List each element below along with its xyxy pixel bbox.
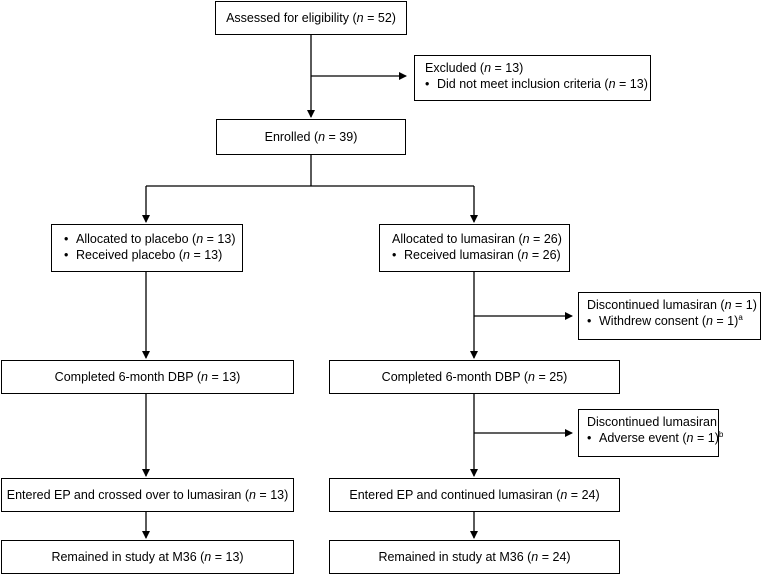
assessed-box: Assessed for eligibility (n = 52) bbox=[215, 1, 407, 35]
allocated-placebo-item: •Allocated to placebo (n = 13) bbox=[64, 232, 236, 246]
discontinued-1-box: Discontinued lumasiran (n = 1) •Withdrew… bbox=[578, 292, 761, 340]
lumasiran-allocation-box: Allocated to lumasiran (n = 26) •Receive… bbox=[379, 224, 570, 272]
m36-lumasiran-label: Remained in study at M36 (n = 24) bbox=[378, 550, 571, 564]
completed-placebo-box: Completed 6-month DBP (n = 13) bbox=[1, 360, 294, 394]
allocated-lumasiran-title: Allocated to lumasiran (n = 26) bbox=[392, 232, 562, 246]
discontinued-2-title: Discontinued lumasiran bbox=[587, 415, 717, 429]
footnote-b-marker: b bbox=[718, 430, 724, 439]
m36-placebo-label: Remained in study at M36 (n = 13) bbox=[51, 550, 244, 564]
received-placebo-item: •Received placebo (n = 13) bbox=[64, 248, 223, 262]
excluded-reason: •Did not meet inclusion criteria (n = 13… bbox=[425, 77, 648, 91]
completed-placebo-label: Completed 6-month DBP (n = 13) bbox=[54, 370, 241, 384]
placebo-allocation-box: •Allocated to placebo (n = 13) •Received… bbox=[51, 224, 243, 272]
completed-lumasiran-label: Completed 6-month DBP (n = 25) bbox=[381, 370, 568, 384]
ep-lumasiran-box: Entered EP and continued lumasiran (n = … bbox=[329, 478, 620, 512]
footnote-a-marker: a bbox=[738, 313, 743, 322]
excluded-title: Excluded (n = 13) bbox=[425, 61, 524, 75]
ep-placebo-box: Entered EP and crossed over to lumasiran… bbox=[1, 478, 294, 512]
withdrew-consent-item: •Withdrew consent (n = 1)a bbox=[587, 313, 743, 329]
enrolled-box: Enrolled (n = 39) bbox=[216, 119, 406, 155]
discontinued-1-title: Discontinued lumasiran (n = 1) bbox=[587, 298, 757, 312]
ep-lumasiran-label: Entered EP and continued lumasiran (n = … bbox=[349, 488, 600, 502]
ep-placebo-label: Entered EP and crossed over to lumasiran… bbox=[6, 488, 289, 502]
m36-lumasiran-box: Remained in study at M36 (n = 24) bbox=[329, 540, 620, 574]
m36-placebo-box: Remained in study at M36 (n = 13) bbox=[1, 540, 294, 574]
completed-lumasiran-box: Completed 6-month DBP (n = 25) bbox=[329, 360, 620, 394]
discontinued-2-box: Discontinued lumasiran •Adverse event (n… bbox=[578, 409, 724, 457]
excluded-box: Excluded (n = 13) •Did not meet inclusio… bbox=[414, 55, 651, 101]
enrolled-label: Enrolled (n = 39) bbox=[264, 130, 358, 144]
assessed-label: Assessed for eligibility (n = 52) bbox=[226, 11, 396, 25]
adverse-event-item: •Adverse event (n = 1)b bbox=[587, 430, 724, 446]
received-lumasiran-item: •Received lumasiran (n = 26) bbox=[392, 248, 561, 262]
